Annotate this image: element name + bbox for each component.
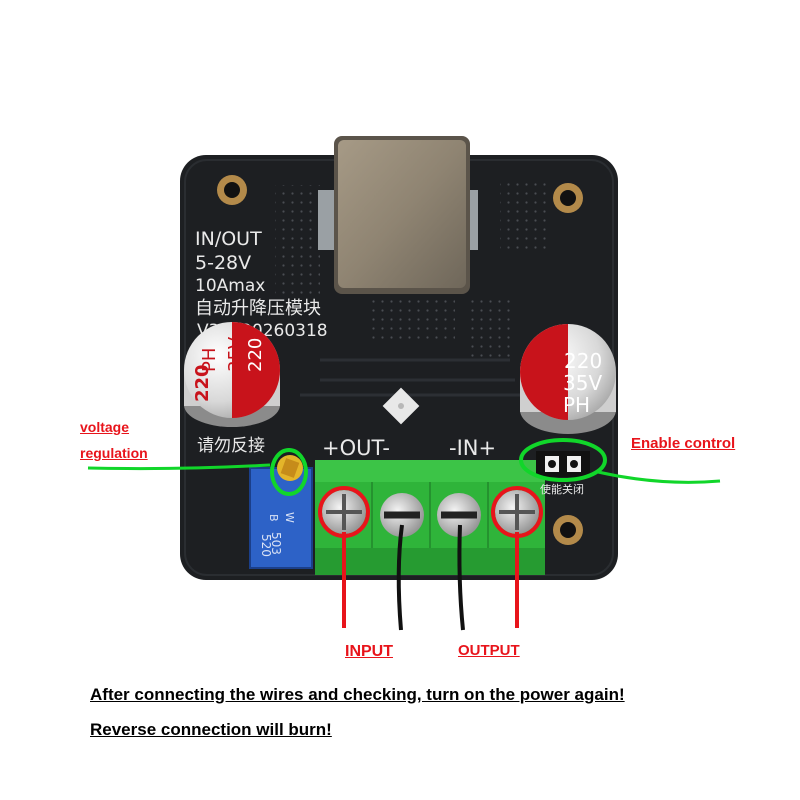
silk-line-4: 自动升降压模块: [195, 298, 321, 319]
annotation-circle-enable: [519, 438, 607, 482]
terminal-screw-3[interactable]: [437, 493, 481, 537]
pot-label-2: W: [283, 512, 296, 523]
callout-voltage-line1: voltage: [80, 419, 130, 435]
pot-label-3: B: [267, 514, 280, 522]
out-terminal-label: +OUT-: [322, 436, 390, 460]
pot-label-4: 520: [259, 534, 273, 557]
callout-output: OUTPUT: [458, 642, 520, 659]
warning-power-on: After connecting the wires and checking,…: [90, 685, 625, 704]
potentiometer[interactable]: 503 W B 520: [249, 455, 313, 569]
cap-right-voltage: 35V: [563, 371, 602, 395]
annotation-circle-voltage: [270, 448, 308, 496]
indicator-led: [382, 387, 420, 425]
callout-enable-control: Enable control: [631, 435, 736, 452]
silk-line-1: IN/OUT: [195, 228, 262, 250]
enable-label-cn: 使能关闭: [540, 482, 584, 496]
terminal-block: [315, 460, 545, 575]
warning-reverse: Reverse connection will burn!: [90, 720, 332, 739]
silk-line-2: 5-28V: [195, 252, 251, 274]
cap-left-voltage: 35V: [225, 336, 246, 372]
cap-left-value: 220: [192, 364, 213, 402]
mounting-hole-bottom-right: [553, 515, 583, 545]
wire-input-negative: [396, 524, 404, 631]
cap-left-series: PH: [199, 348, 220, 372]
silk-line-3: 10Amax: [195, 276, 265, 296]
terminal-screw-2[interactable]: [380, 493, 424, 537]
capacitor-right: 220 35V PH: [520, 324, 616, 434]
callout-input: INPUT: [345, 643, 393, 660]
callout-voltage-line2: regulation: [80, 445, 148, 461]
cap-left-label: 220: [245, 338, 266, 372]
terminal-screw-1[interactable]: [322, 490, 366, 534]
mounting-hole-top-right: [553, 183, 583, 213]
enable-jumper[interactable]: [536, 451, 590, 477]
pot-label-1: 503: [269, 532, 283, 555]
capacitor-left: 220 220 35V PH: [184, 322, 280, 427]
mounting-hole-top-left: [217, 175, 247, 205]
reverse-warning-cn: 请勿反接: [197, 436, 265, 456]
in-terminal-label: -IN+: [449, 436, 496, 460]
wire-output-negative: [457, 524, 465, 631]
cap-right-series: PH: [563, 393, 590, 417]
annotation-line-voltage: [87, 463, 271, 471]
terminal-screw-4[interactable]: [495, 490, 539, 534]
cap-right-value: 220: [564, 349, 602, 373]
power-inductor: [318, 136, 478, 294]
annotation-line-enable: [597, 470, 721, 484]
